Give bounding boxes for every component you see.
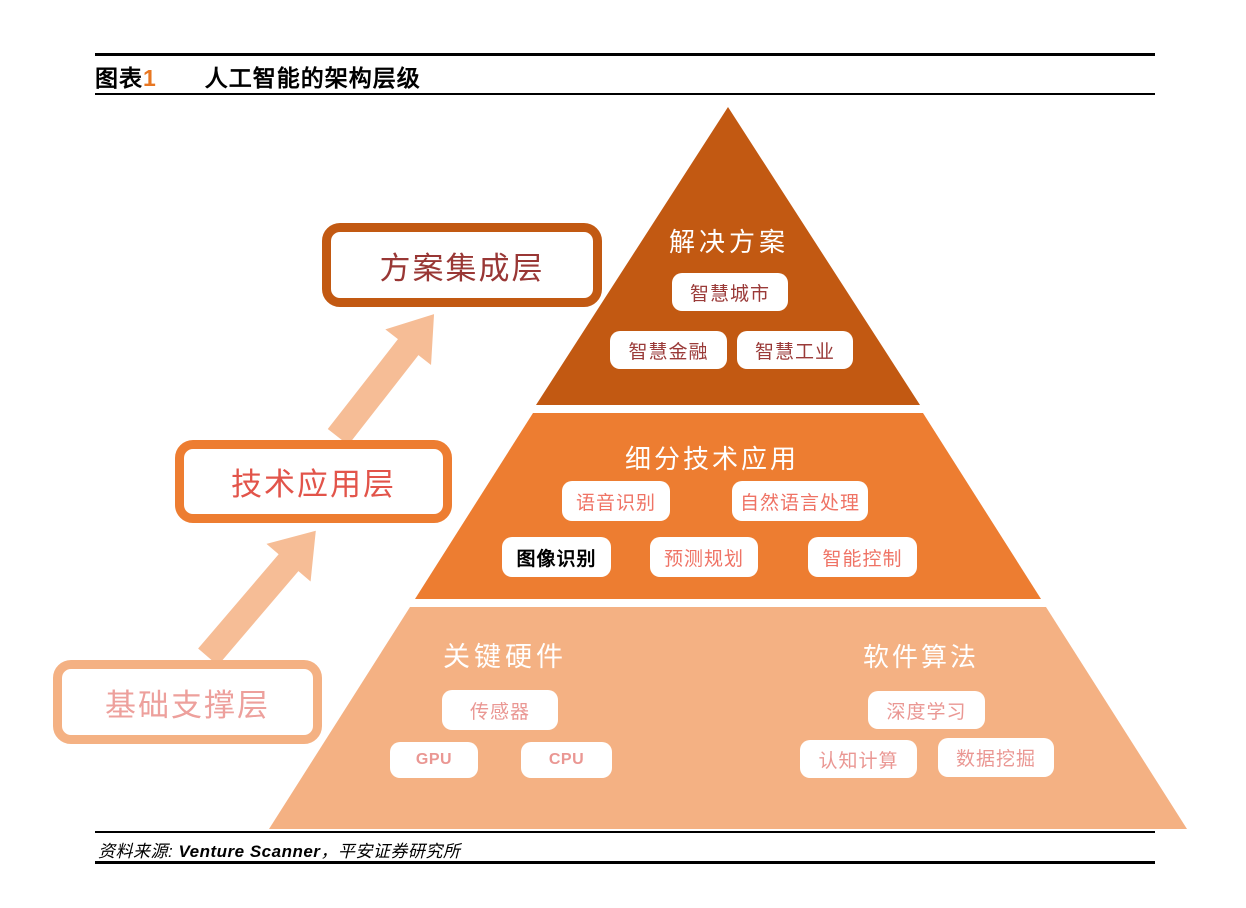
up-arrow-upper [327,314,435,446]
figure-title-text: 人工智能的架构层级 [204,65,421,91]
badge-smart-industry: 智慧工业 [737,331,853,369]
figure-label: 图表1 [95,59,157,93]
software-heading: 软件算法 [862,642,980,672]
badge-speech-recognition: 语音识别 [562,481,670,521]
source-line: 资料来源: Venture Scanner，平安证券研究所 [98,837,460,862]
side-label-technology-application-layer: 技术应用层 [175,440,452,523]
pyramid-top-layer-shape [536,107,920,405]
badge-prediction-planning: 预测规划 [650,537,758,577]
side-label-solution-integration-layer: 方案集成层 [322,223,602,307]
header-rule-top [95,53,1155,56]
badge-intelligent-control: 智能控制 [808,537,917,577]
figure-number: 1 [143,65,157,91]
badge-nlp: 自然语言处理 [732,481,868,521]
badge-deep-learning: 深度学习 [868,691,985,729]
middle-layer-heading: 细分技术应用 [624,444,800,474]
source-suffix: ，平安证券研究所 [320,842,461,861]
figure-title-row: 图表1 人工智能的架构层级 [95,59,421,93]
badge-smart-finance: 智慧金融 [610,331,727,369]
hardware-heading: 关键硬件 [443,642,567,672]
header-rule-bottom [95,93,1155,95]
badge-image-recognition: 图像识别 [502,537,611,577]
badge-smart-city: 智慧城市 [672,273,788,311]
badge-sensor: 传感器 [442,690,558,730]
footer-rule-bottom [95,861,1155,864]
source-name: Venture Scanner [178,842,321,861]
side-label-basic-support-layer: 基础支撑层 [53,660,322,744]
badge-data-mining: 数据挖掘 [938,738,1054,777]
source-prefix: 资料来源: [98,842,179,861]
top-layer-heading: 解决方案 [668,227,790,257]
badge-cpu: CPU [521,742,612,778]
up-arrow-lower [198,530,316,666]
pyramid-bottom-layer-shape [269,607,1187,829]
badge-cognitive-computing: 认知计算 [800,740,917,778]
badge-gpu: GPU [390,742,478,778]
footer-rule-top [95,831,1155,833]
figure-label-prefix: 图表 [95,65,143,91]
